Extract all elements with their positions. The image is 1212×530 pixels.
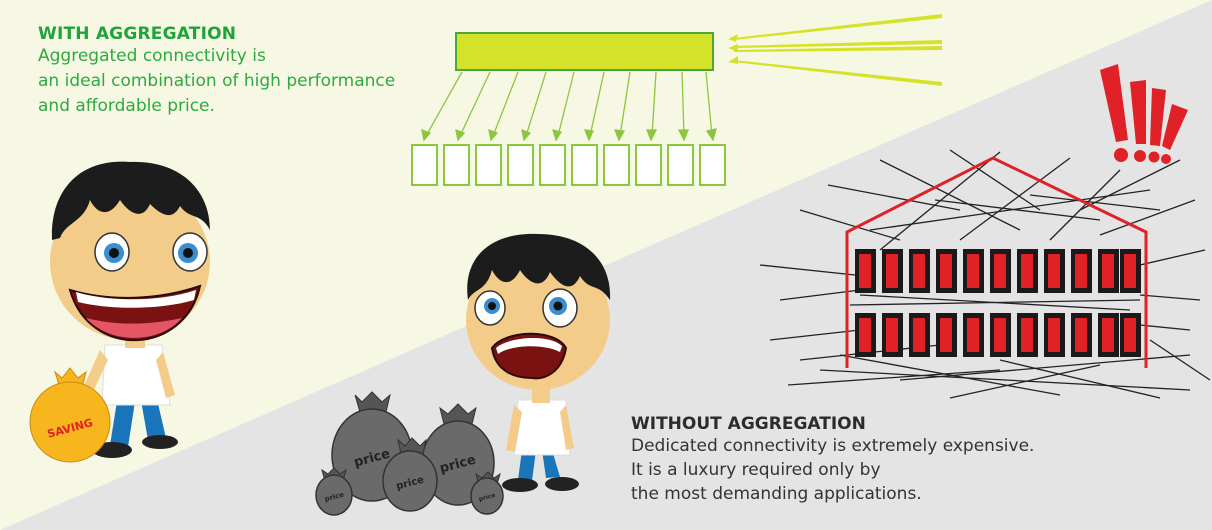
- aggregated-bandwidth-bar: [455, 32, 714, 71]
- with-aggregation-line: Aggregated connectivity is: [38, 46, 266, 66]
- user-slots: [411, 144, 726, 186]
- incoming-connection-lines: [734, 14, 942, 86]
- distribution-arrows: [421, 71, 717, 142]
- house-outline: [845, 156, 1148, 368]
- price-bag-small-left: price: [315, 467, 353, 516]
- dedicated-units-row-1: [855, 249, 1141, 293]
- without-aggregation-line: the most demanding applications.: [631, 484, 922, 504]
- with-aggregation-line: an ideal combination of high performance: [38, 71, 396, 91]
- tangled-lines: [759, 149, 1211, 399]
- price-bags-icon: price price price price price: [315, 391, 504, 516]
- with-aggregation-line: and affordable price.: [38, 96, 215, 116]
- price-bag-small-right: price: [470, 471, 504, 515]
- dedicated-units-row-2: [855, 313, 1141, 357]
- without-aggregation-line: It is a luxury required only by: [631, 460, 881, 480]
- without-aggregation-line: Dedicated connectivity is extremely expe…: [631, 436, 1035, 456]
- aggregation-diagram: [411, 14, 942, 186]
- price-bag-medium: price: [382, 437, 438, 512]
- without-aggregation-section: WITHOUT AGGREGATION Dedicated connectivi…: [631, 414, 1034, 506]
- incoming-arrowheads: [728, 34, 738, 64]
- exclamation-icon: [1100, 64, 1188, 164]
- with-aggregation-title: WITH AGGREGATION: [38, 24, 237, 44]
- saving-bag-icon: SAVING: [29, 367, 111, 463]
- price-bag-label: price: [478, 492, 496, 503]
- dedicated-connectivity-diagram: [759, 149, 1211, 399]
- with-aggregation-section: WITH AGGREGATION Aggregated connectivity…: [38, 24, 395, 119]
- without-aggregation-title: WITHOUT AGGREGATION: [631, 414, 866, 434]
- worried-boy: [466, 233, 611, 492]
